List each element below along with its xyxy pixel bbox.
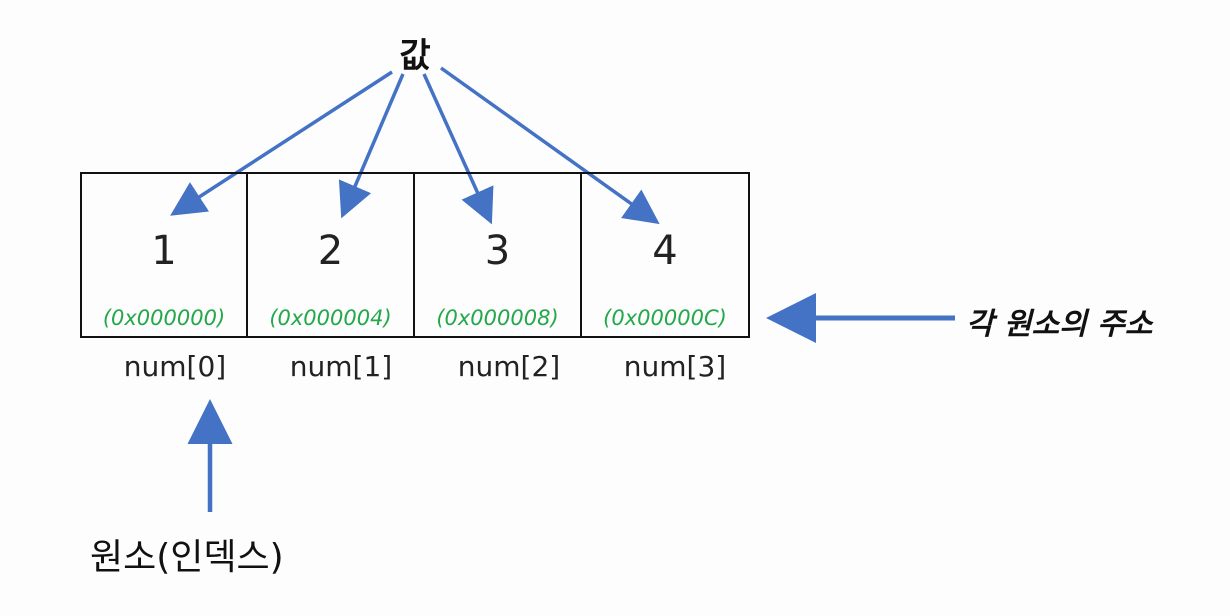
array-cell-1: 2 (0x000004) (246, 172, 415, 338)
value-arrow-4 (439, 66, 660, 225)
address-caption: 각 원소의 주소 (966, 307, 1153, 342)
cell-value: 4 (652, 228, 678, 274)
value-label: 값 (399, 36, 431, 76)
array-cell-0: 1 (0x000000) (80, 172, 248, 338)
cell-address: (0x000004) (269, 306, 392, 330)
index-label-1: num[1] (289, 350, 393, 383)
cell-address: (0x00000C) (603, 306, 727, 330)
value-arrow-2 (338, 73, 405, 219)
cell-value: 2 (317, 228, 344, 274)
cell-value: 3 (484, 228, 511, 274)
cell-address: (0x000008) (436, 306, 559, 330)
index-label-2: num[2] (457, 350, 561, 383)
value-arrow-1 (170, 70, 393, 216)
cell-value: 1 (151, 228, 177, 274)
array-cell-3: 4 (0x00000C) (580, 172, 750, 338)
cell-address: (0x000000) (102, 306, 226, 330)
array-cell-2: 3 (0x000008) (413, 172, 582, 338)
element-index-caption: 원소(인덱스) (90, 537, 284, 578)
value-arrow-3 (422, 73, 494, 225)
index-label-3: num[3] (623, 350, 727, 383)
index-label-0: num[0] (123, 350, 227, 383)
